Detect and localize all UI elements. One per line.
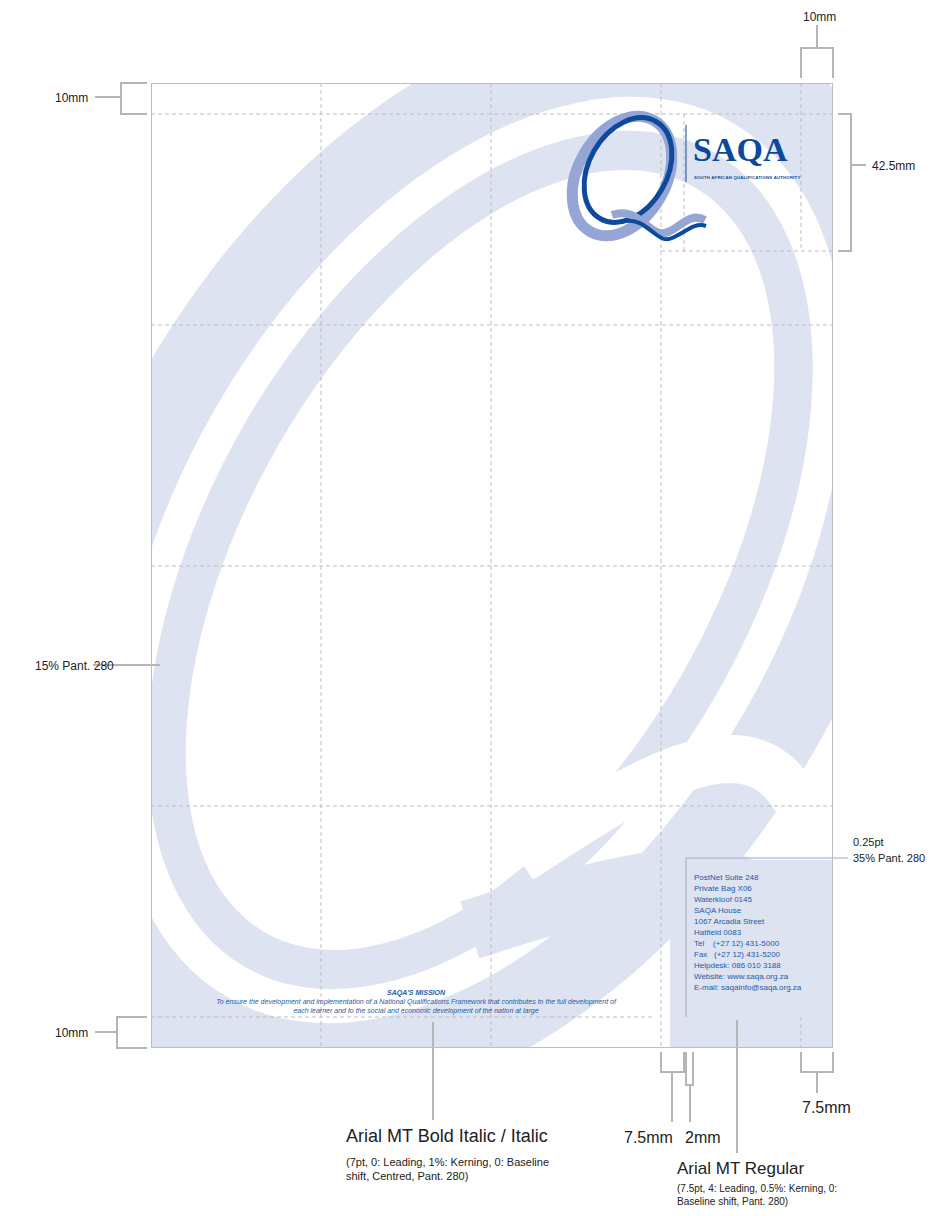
address-line: Website: www.saqa.org.za xyxy=(694,972,788,982)
q-watermark xyxy=(151,83,833,1048)
address-line: Waterkloof 0145 xyxy=(694,895,752,905)
rule-line xyxy=(686,858,848,1017)
logo-subtitle: SOUTH AFRICAN QUALIFICATIONS AUTHORITY xyxy=(694,175,801,180)
font-name: Arial MT Regular xyxy=(677,1158,804,1180)
colour-note: 35% Pant. 280 xyxy=(853,851,925,865)
address-line: Tel (+27 12) 431-5000 xyxy=(694,939,779,949)
dimension-label: 7.5mm xyxy=(802,1097,851,1118)
letterhead-page: SAQA SOUTH AFRICAN QUALIFICATIONS AUTHORI… xyxy=(151,83,833,1048)
address-line: 1067 Arcadia Street xyxy=(694,917,764,927)
address-line: PostNet Suite 248 xyxy=(694,873,758,883)
address-line: Hatfield 0083 xyxy=(694,928,741,938)
address-line: Helpdesk: 086 010 3188 xyxy=(694,961,781,971)
address-line: E-mail: saqainfo@saqa.org.za xyxy=(694,983,801,993)
dimension-brackets xyxy=(93,25,866,1153)
font-spec: (7.5pt, 4: Leading, 0.5%: Kerning, 0: Ba… xyxy=(677,1182,857,1208)
logo-wordmark: SAQA xyxy=(693,133,787,167)
dimension-label: 10mm xyxy=(803,9,836,25)
dimension-label: 10mm xyxy=(55,90,88,106)
mission-text: To ensure the development and implementa… xyxy=(216,997,616,1015)
dimension-label: 10mm xyxy=(55,1025,88,1041)
colour-note: 15% Pant. 280 xyxy=(35,658,114,674)
grid-lines xyxy=(151,83,833,1048)
dimension-label: 42.5mm xyxy=(872,158,915,174)
address-line: Fax (+27 12) 431-5200 xyxy=(694,950,780,960)
saqa-logo-mark xyxy=(552,99,706,254)
address-line: SAQA House xyxy=(694,906,741,916)
font-spec: (7pt, 0: Leading, 1%: Kerning, 0: Baseli… xyxy=(346,1155,561,1183)
font-name: Arial MT Bold Italic / Italic xyxy=(346,1125,548,1148)
dimension-label: 7.5mm xyxy=(624,1127,673,1148)
dimension-label: 2mm xyxy=(685,1127,721,1148)
mission-heading: SAQA'S MISSION xyxy=(216,988,616,997)
address-line: Private Bag X06 xyxy=(694,884,752,894)
line-note: 0.25pt xyxy=(853,835,884,849)
